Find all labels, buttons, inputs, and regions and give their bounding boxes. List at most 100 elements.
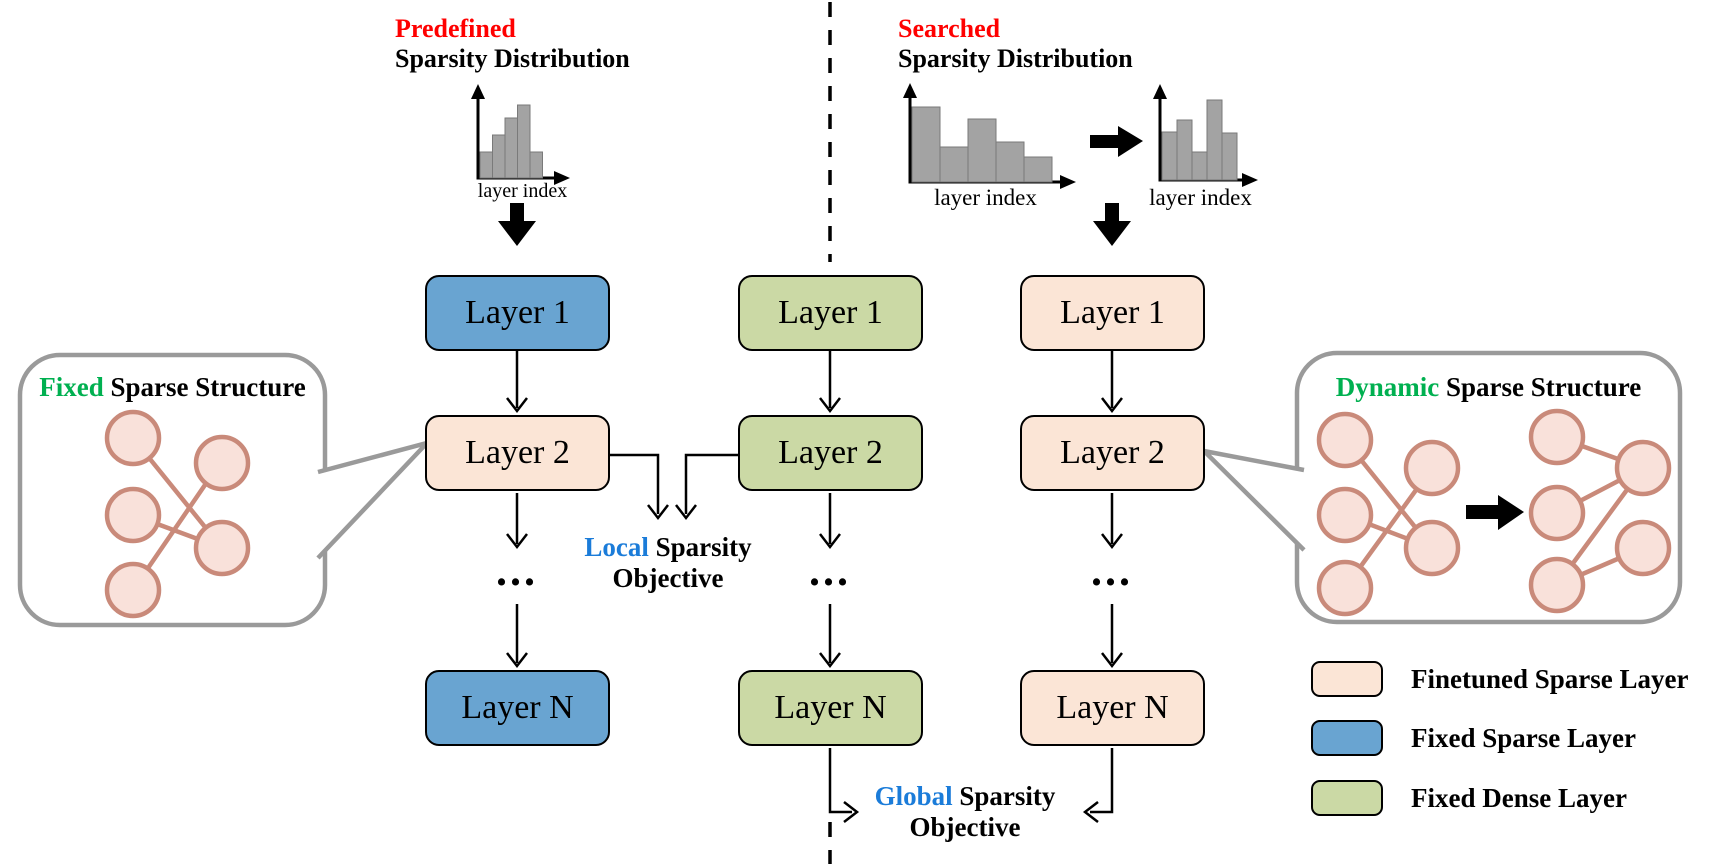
global-objective-highlight: Global <box>874 781 953 811</box>
searched-title: Searched Sparsity Distribution <box>898 14 1133 74</box>
chart-bar <box>529 151 543 179</box>
network-node <box>1614 439 1672 497</box>
chart-bar <box>1176 119 1193 181</box>
dynamic-callout-rest: Sparse Structure <box>1439 372 1642 402</box>
local-objective-rest: Sparsity <box>648 532 752 562</box>
legend-label: Finetuned Sparse Layer <box>1411 663 1689 694</box>
network-node <box>104 486 162 544</box>
legend-label: Fixed Sparse Layer <box>1411 722 1636 753</box>
arrow-right-layer1-layer2 <box>1101 351 1123 414</box>
chart-bar <box>479 151 493 179</box>
x-axis-arrowhead <box>1242 173 1258 187</box>
network-node <box>193 434 251 492</box>
right-layer2-box: Layer 2 <box>1020 415 1205 491</box>
x-axis-arrowhead <box>554 171 570 185</box>
legend-label: Fixed Dense Layer <box>1411 782 1627 813</box>
dynamic-callout-title: Dynamic Sparse Structure <box>1297 372 1680 403</box>
chart-bar <box>1191 151 1208 181</box>
arrow-right-layer2-dots <box>1101 493 1123 550</box>
legend-item-fixed-dense: Fixed Dense Layer <box>1311 779 1627 817</box>
layer-label: Layer 1 <box>778 294 883 331</box>
dynamic-callout-highlight: Dynamic <box>1335 372 1440 402</box>
search-transform-arrow-icon <box>1090 126 1143 157</box>
local-objective-line1: Local Sparsity <box>543 532 793 563</box>
middle-layerN-box: Layer N <box>738 670 923 746</box>
searched-after-axis-label: layer index <box>1149 185 1252 210</box>
legend-item-fixed-sparse: Fixed Sparse Layer <box>1311 719 1636 757</box>
chart-bars <box>911 106 1053 183</box>
y-axis-arrowhead <box>1153 84 1167 99</box>
callout-tail <box>316 438 435 560</box>
global-objective-line1: Global Sparsity <box>845 781 1085 812</box>
network-node <box>1528 408 1586 466</box>
layer-label: Layer 2 <box>465 434 570 471</box>
arrow-middle-dots-layerN <box>819 604 841 669</box>
fixed-sparse-structure-callout <box>17 352 435 628</box>
global-sparsity-objective: Global Sparsity Objective <box>845 781 1085 843</box>
predefined-title: Predefined Sparsity Distribution <box>395 14 630 74</box>
network-node <box>1528 556 1586 614</box>
right-layer1-box: Layer 1 <box>1020 275 1205 351</box>
arrow-left-layer2-dots <box>506 493 528 550</box>
predefined-distribution-chart <box>471 84 570 185</box>
legend-item-finetuned-sparse: Finetuned Sparse Layer <box>1311 660 1689 698</box>
left-layer1-box: Layer 1 <box>425 275 610 351</box>
dynamic-network-after <box>1528 408 1672 614</box>
left-ellipsis: ... <box>496 545 538 595</box>
searched-distribution-chart-after <box>1153 84 1258 187</box>
arrow-middle-layer2-local-objective <box>675 453 738 521</box>
network-node <box>193 519 251 577</box>
chart-bar <box>492 134 506 179</box>
network-node <box>104 561 162 619</box>
right-layerN-box: Layer N <box>1020 670 1205 746</box>
layer-label: Layer N <box>774 689 887 726</box>
chart-bar <box>1023 156 1053 183</box>
chart-bar <box>1206 99 1223 181</box>
searched-title-rest: Sparsity Distribution <box>898 44 1133 73</box>
chart-bar <box>967 118 997 183</box>
arrow-left-layer2-local-objective <box>605 453 669 521</box>
dynamic-sparse-structure-callout <box>1197 350 1683 625</box>
local-objective-highlight: Local <box>584 532 649 562</box>
network-node <box>1403 519 1461 577</box>
searched-apply-arrow-icon <box>1093 203 1131 246</box>
layer-label: Layer N <box>1056 689 1169 726</box>
searched-before-axis-label: layer index <box>934 185 1037 210</box>
chart-bar <box>517 104 531 179</box>
chart-bars <box>1161 99 1238 181</box>
fixed-callout-title: Fixed Sparse Structure <box>20 372 325 403</box>
fixed-network <box>104 409 251 619</box>
network-node <box>1316 486 1374 544</box>
dynamic-network-before <box>1316 411 1461 617</box>
chart-bar <box>939 146 969 183</box>
network-node <box>1528 484 1586 542</box>
arrow-middle-layer2-dots <box>819 493 841 550</box>
middle-layer1-box: Layer 1 <box>738 275 923 351</box>
global-objective-rest: Sparsity <box>952 781 1056 811</box>
y-axis-arrowhead <box>471 84 485 99</box>
arrow-middle-layer1-layer2 <box>819 351 841 414</box>
middle-layer2-box: Layer 2 <box>738 415 923 491</box>
global-objective-line2: Objective <box>909 812 1021 842</box>
arrow-middle-layerN-global-objective <box>828 748 860 823</box>
right-ellipsis: ... <box>1091 545 1133 595</box>
callout-tail <box>1197 447 1306 552</box>
arrow-left-dots-layerN <box>506 604 528 669</box>
arrow-right-dots-layerN <box>1101 604 1123 669</box>
layer-label: Layer 1 <box>465 294 570 331</box>
layer-label: Layer N <box>461 689 574 726</box>
network-node <box>1316 411 1374 469</box>
network-node <box>1316 559 1374 617</box>
arrow-right-layerN-global-objective <box>1082 748 1114 823</box>
legend-swatch-fixed-sparse <box>1311 720 1383 756</box>
legend-swatch-fixed-dense <box>1311 780 1383 816</box>
predefined-apply-arrow-icon <box>498 203 536 246</box>
layer-label: Layer 2 <box>778 434 883 471</box>
left-layer2-box: Layer 2 <box>425 415 610 491</box>
chart-bar <box>911 106 941 183</box>
left-layerN-box: Layer N <box>425 670 610 746</box>
legend-swatch-finetuned-sparse <box>1311 661 1383 697</box>
x-axis-arrowhead <box>1060 175 1076 189</box>
layer-label: Layer 1 <box>1060 294 1165 331</box>
